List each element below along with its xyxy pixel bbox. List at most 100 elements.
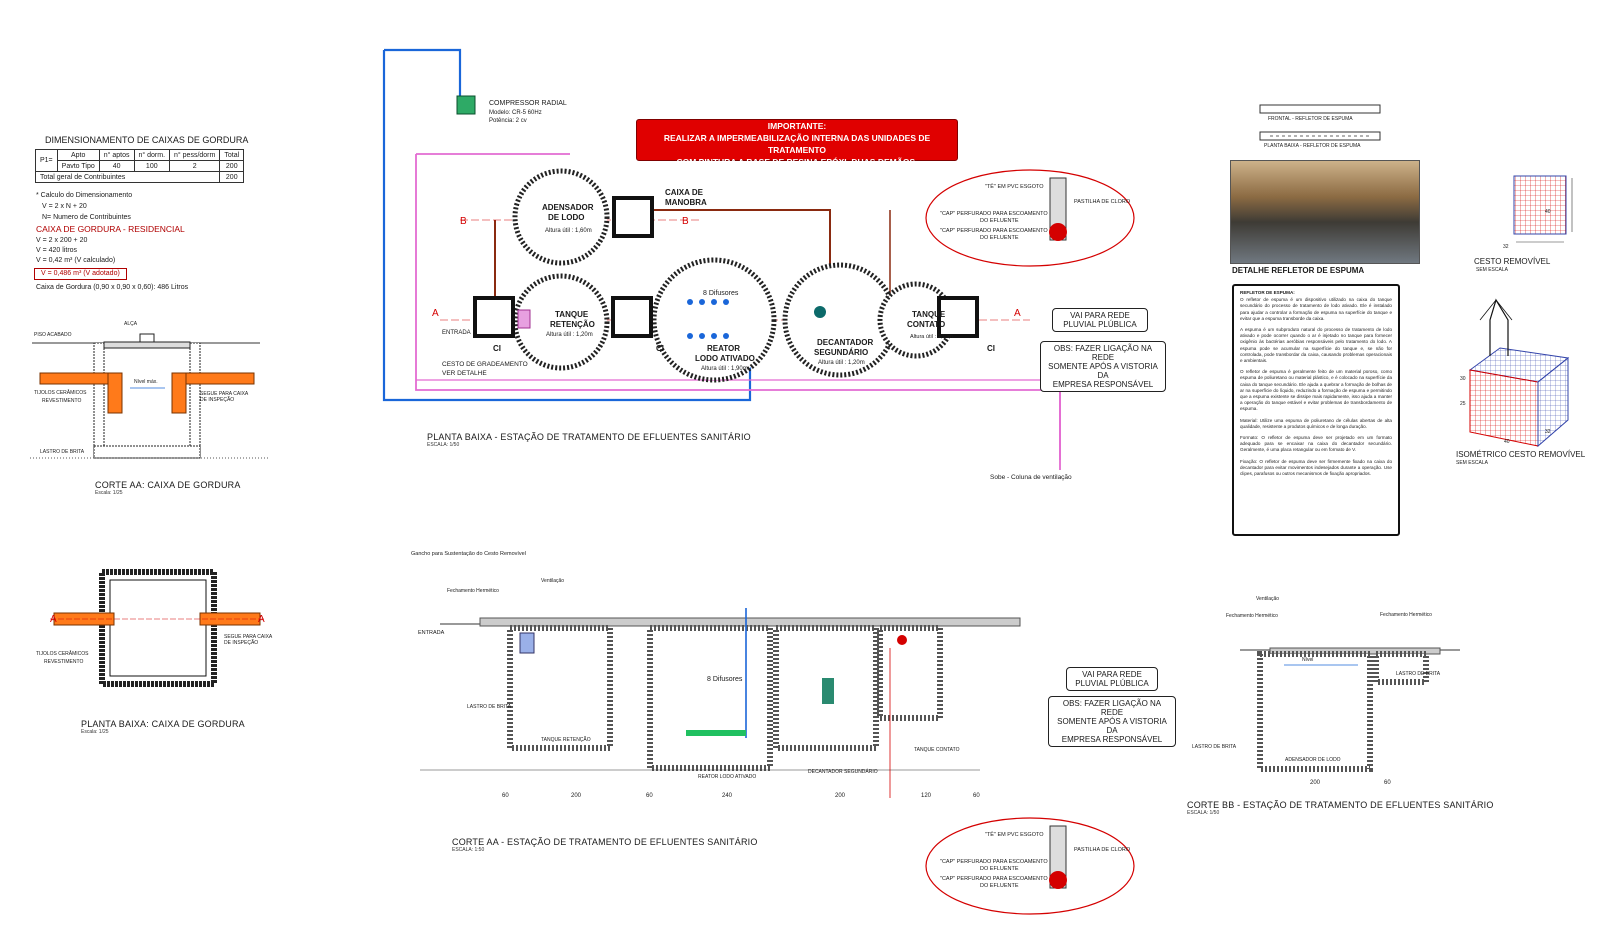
v-line: V = 420 litros <box>36 247 78 254</box>
adensador-label: DE LODO <box>548 213 585 222</box>
v-adotado: V = 0,486 m³ (V adotado) <box>34 268 127 280</box>
lastro-label: LASTRO DE BRITA <box>1192 744 1237 750</box>
cloro-cap: "CAP" PERFURADO PARA ESCOAMENTO <box>940 876 1048 882</box>
vai-rede-line: PLUVIAL PLÚBLICA <box>1075 679 1149 688</box>
refletor-paragraph: Material: Utilize uma espuma de poliuret… <box>1240 417 1392 429</box>
obs-line: OBS: FAZER LIGAÇÃO NA REDE <box>1053 344 1153 362</box>
cesto-dim: 40 <box>1504 439 1510 445</box>
manobra-label: MANOBRA <box>665 198 707 207</box>
corte-ete-title: CORTE AA - ESTAÇÃO DE TRATAMENTO DE EFLU… <box>452 837 758 847</box>
cesto-iso-scale: SEM ESCALA <box>1456 460 1488 466</box>
cesto-dim: 30 <box>1460 376 1466 382</box>
corte-bb-drawing <box>1240 647 1460 772</box>
dim-label: 200 <box>571 793 582 799</box>
retencao-altura: Altura útil : 1,20m <box>546 332 593 338</box>
cloro-cap: "CAP" PERFURADO PARA ESCOAMENTO <box>940 211 1048 217</box>
decantador-label: DECANTADOR <box>817 338 874 347</box>
importante-title: IMPORTANTE: <box>767 121 827 131</box>
entrada-label: ENTRADA <box>418 630 445 636</box>
decantador-altura: Altura útil : 1,20m <box>818 360 865 366</box>
cloro-cap: DO EFLUENTE <box>980 866 1019 872</box>
dim-label: 60 <box>1384 780 1391 786</box>
table-cell: 40 <box>98 160 135 172</box>
planta-ete-scale: ESCALA: 1/50 <box>427 442 460 448</box>
dim-label: 240 <box>722 793 733 799</box>
planta-gordura-title: PLANTA BAIXA: CAIXA DE GORDURA <box>81 719 245 729</box>
revestimento-label: REVESTIMENTO <box>42 398 82 404</box>
refletor-description: REFLETOR DE ESPUMA: O refletor de espuma… <box>1232 284 1400 536</box>
section-mark-a: A <box>432 308 439 319</box>
importante-line: REALIZAR A IMPERMEABILIZAÇÃO INTERNA DAS… <box>663 133 931 155</box>
vai-rede-line: VAI PARA REDE <box>1082 670 1142 679</box>
bottom-label: REATOR LODO ATIVADO <box>698 774 757 780</box>
refletor-frontal-drawing <box>1259 104 1381 141</box>
segue-label: SEGUE PARA CAIXA DE INSPEÇÃO <box>200 391 248 403</box>
nivel-label: Nível <box>1302 657 1314 663</box>
tijolos-label: TIJOLOS CERÂMICOS <box>36 651 89 657</box>
table-cell: 2 <box>169 160 221 172</box>
compressor-modelo: Modelo: CR-5 60Hz <box>489 110 542 116</box>
cloro-cap: DO EFLUENTE <box>980 883 1019 889</box>
cesto-dim: 25 <box>1460 401 1466 407</box>
refletor-detalhe-title: DETALHE REFLETOR DE ESPUMA <box>1232 266 1365 275</box>
bottom-label: TANQUE CONTATO <box>914 747 960 753</box>
dim-label: 60 <box>973 793 980 799</box>
cloro-cap: DO EFLUENTE <box>980 235 1019 241</box>
planta-gordura-scale: Escala: 1/25 <box>81 729 109 735</box>
obs-line: SOMENTE APÓS A VISTORIA DA <box>1057 717 1167 735</box>
formula: V = 2 x N + 20 <box>42 203 87 210</box>
ci-label: CI <box>493 344 501 353</box>
refletor-paragraph: Formato: O refletor de espuma deve ser p… <box>1240 435 1392 453</box>
table-header: n° aptos <box>98 149 135 161</box>
table-header: n° pess/dorm <box>169 149 221 161</box>
lastro-label: LASTRO DE BRITA <box>1396 671 1441 677</box>
corte-ete-scale: ESCALA: 1:50 <box>452 847 485 853</box>
refletor-paragraph: O refletor de espuma é um dispositivo ut… <box>1240 297 1392 321</box>
vai-rede-note: VAI PARA REDE PLUVIAL PLÚBLICA <box>1066 667 1158 691</box>
corte-bb-title: CORTE BB - ESTAÇÃO DE TRATAMENTO DE EFLU… <box>1187 800 1494 810</box>
reator-label: LODO ATIVADO <box>695 354 755 363</box>
section-mark-b: B <box>682 216 689 227</box>
refletor-paragraph: Fixação: O refletor de espuma deve ser f… <box>1240 458 1392 477</box>
cesto-title: CESTO REMOVÍVEL <box>1474 257 1551 266</box>
refletor-planta-label: PLANTA BAIXA - REFLETOR DE ESPUMA <box>1264 143 1361 149</box>
entrada-label: ENTRADA <box>442 330 471 336</box>
vai-rede-line: PLUVIAL PLÚBLICA <box>1063 320 1137 329</box>
dim-label: 60 <box>502 793 509 799</box>
cesto-label: CESTO DE GRADEAMENTO <box>442 361 528 368</box>
refletor-photo <box>1230 160 1420 264</box>
corte-caixa-gordura-drawing <box>30 333 270 459</box>
revestimento-label: REVESTIMENTO <box>44 659 84 665</box>
nivel-label: Nível máx. <box>134 379 158 385</box>
corte-ete-drawing <box>420 608 1021 798</box>
planta-ete-drawing: A A B B <box>382 48 1061 470</box>
reator-label: REATOR <box>707 344 741 353</box>
retencao-label: RETENÇÃO <box>550 320 595 329</box>
vai-rede-line: VAI PARA REDE <box>1070 311 1130 320</box>
refletor-text-title: REFLETOR DE ESPUMA: <box>1240 290 1295 295</box>
table-cell: 100 <box>133 160 171 172</box>
cloro-cap: "CAP" PERFURADO PARA ESCOAMENTO <box>940 228 1048 234</box>
cesto-iso-title: ISOMÉTRICO CESTO REMOVÍVEL <box>1456 450 1586 459</box>
v-line: V = 0,42 m³ (V calculado) <box>36 257 116 264</box>
obs-note: OBS: FAZER LIGAÇÃO NA REDE SOMENTE APÓS … <box>1040 341 1166 392</box>
fechamento-label: Fechamento Hermético <box>1226 613 1278 619</box>
vai-rede-note: VAI PARA REDE PLUVIAL PLÚBLICA <box>1052 308 1148 332</box>
refletor-frontal-label: FRONTAL - REFLETOR DE ESPUMA <box>1268 116 1353 122</box>
ci-label: CI <box>987 344 995 353</box>
cesto-dim: 32 <box>1503 244 1509 250</box>
bottom-label: DECANTADOR SEGUNDÁRIO <box>808 769 878 775</box>
dim-label: 200 <box>835 793 846 799</box>
adensador-altura: Altura útil : 1,60m <box>545 228 592 234</box>
contato-label: TANQUE <box>912 310 946 319</box>
adensador-label: ADENSADOR <box>542 203 594 212</box>
difusores-label: 8 Difusores <box>703 290 739 297</box>
section-mark-b: B <box>460 216 467 227</box>
fechamento-label: Fechamento Hermético <box>447 588 499 594</box>
table-total-label: Total geral de Contribuintes <box>34 171 221 183</box>
decantador-label: SEGUNDÁRIO <box>814 348 869 357</box>
table-header: Total <box>219 149 245 161</box>
cloro-te: "TÊ" EM PVC ESGOTO <box>985 184 1044 190</box>
lastro-label: LASTRO DE BRITA <box>40 449 85 455</box>
gordura-title: DIMENSIONAMENTO DE CAIXAS DE GORDURA <box>45 135 249 145</box>
